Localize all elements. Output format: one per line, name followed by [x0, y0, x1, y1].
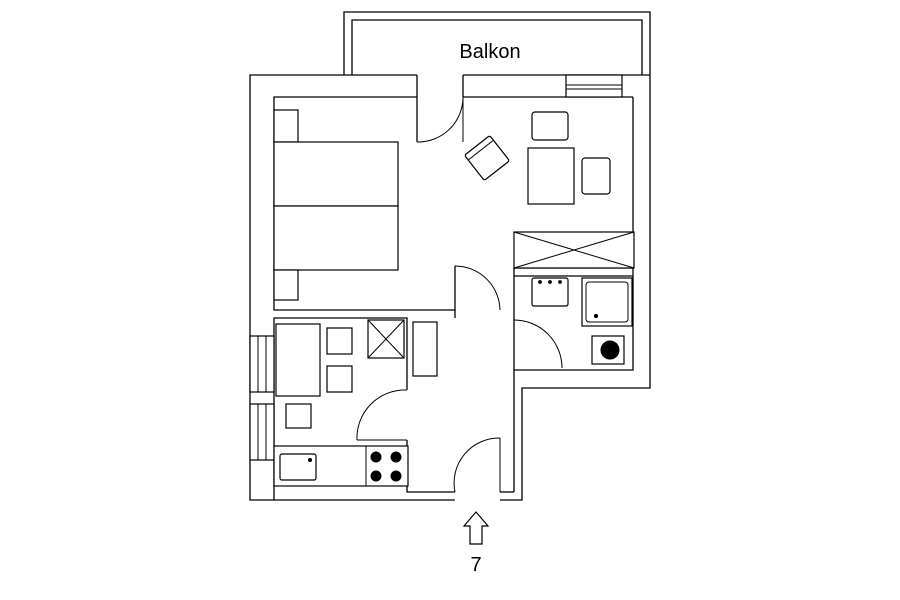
kitchen-counter	[273, 445, 409, 487]
shower	[581, 277, 633, 327]
balcony-label: Balkon	[459, 41, 520, 63]
bedroom-door	[454, 265, 501, 311]
balcony	[343, 11, 651, 75]
stove	[370, 451, 402, 482]
hall-cabinet	[412, 321, 438, 377]
left-windows	[249, 335, 275, 461]
entrance-door	[453, 437, 501, 493]
wardrobe	[513, 231, 635, 269]
bed	[273, 109, 399, 301]
bathroom-door	[513, 319, 563, 369]
armchair	[464, 135, 510, 181]
shaft	[367, 319, 405, 359]
kitchen-door	[356, 389, 408, 441]
lower-dining-set	[275, 323, 353, 429]
upper-dining-set	[527, 111, 611, 205]
entrance-label: 7	[470, 554, 481, 576]
bathroom-sink	[531, 277, 569, 307]
toilet	[591, 335, 625, 365]
entrance-arrow-icon	[462, 511, 490, 545]
balcony-door	[416, 96, 464, 143]
window-top-right	[565, 74, 623, 98]
